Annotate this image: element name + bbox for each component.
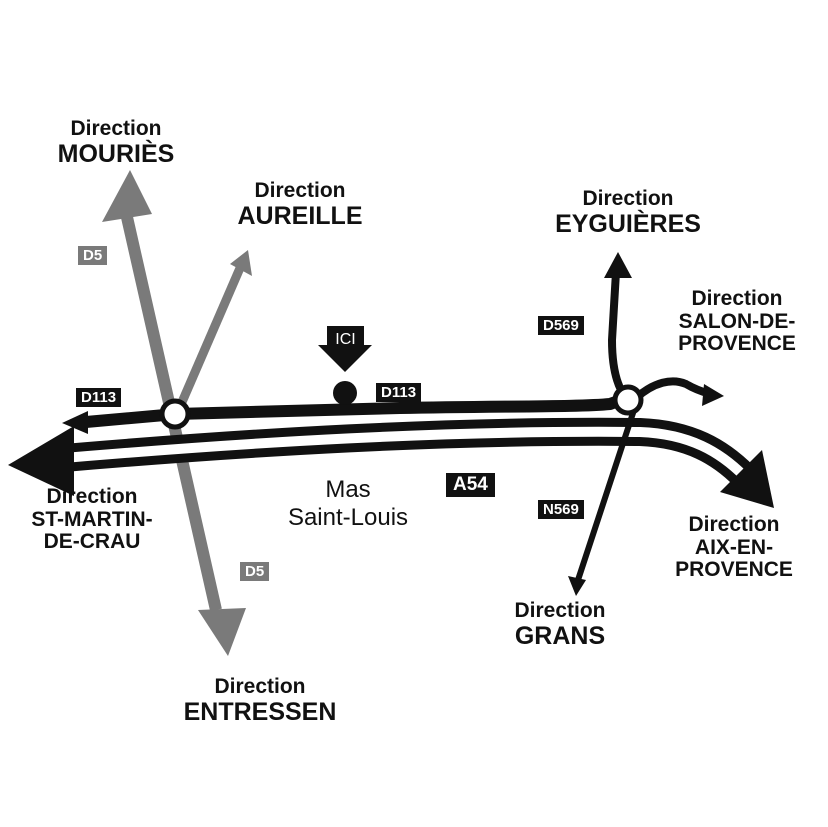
direction-entressen: Direction ENTRESSEN xyxy=(183,675,337,726)
direction-st-martin: Direction ST-MARTIN- DE-CRAU xyxy=(31,485,153,554)
arrow-mouries-icon xyxy=(102,170,152,222)
arrow-aureille-icon xyxy=(230,250,252,276)
road-label-n569: N569 xyxy=(538,500,584,519)
ici-label: ICI xyxy=(335,331,356,348)
arrow-aix-icon xyxy=(720,450,774,508)
road-label-a54: A54 xyxy=(446,473,495,497)
arrow-salon-icon xyxy=(702,384,724,406)
road-a54-center xyxy=(51,426,748,480)
location-dot xyxy=(333,381,357,405)
road-n569 xyxy=(575,409,637,581)
direction-mouries: Direction MOURIÈS xyxy=(57,117,175,168)
arrow-entressen-icon xyxy=(198,608,246,656)
road-label-d569: D569 xyxy=(538,316,584,335)
direction-grans: Direction GRANS xyxy=(514,599,606,650)
direction-salon: Direction SALON-DE- PROVENCE xyxy=(678,287,796,356)
road-label-d113-east: D113 xyxy=(376,383,422,402)
arrow-eyguieres-icon xyxy=(604,252,632,278)
roundabout-east xyxy=(612,384,644,416)
direction-eyguieres: Direction EYGUIÈRES xyxy=(555,187,701,238)
road-aureille xyxy=(171,266,245,418)
arrow-d113-west-icon xyxy=(62,411,88,434)
roundabout-west xyxy=(159,398,191,430)
road-label-d5-north: D5 xyxy=(78,246,108,265)
road-label-d113-west: D113 xyxy=(76,388,122,407)
road-salon xyxy=(633,377,712,402)
place-mas-saint-louis: Mas Saint-Louis xyxy=(287,476,409,532)
arrow-grans-icon xyxy=(568,576,586,596)
arrow-st-martin-icon xyxy=(8,426,74,496)
direction-aureille: Direction AUREILLE xyxy=(237,179,363,230)
ici-arrow-icon xyxy=(318,326,372,372)
road-d569 xyxy=(607,271,630,401)
direction-aix: Direction AIX-EN- PROVENCE xyxy=(675,513,793,582)
road-label-d5-south: D5 xyxy=(240,562,270,581)
